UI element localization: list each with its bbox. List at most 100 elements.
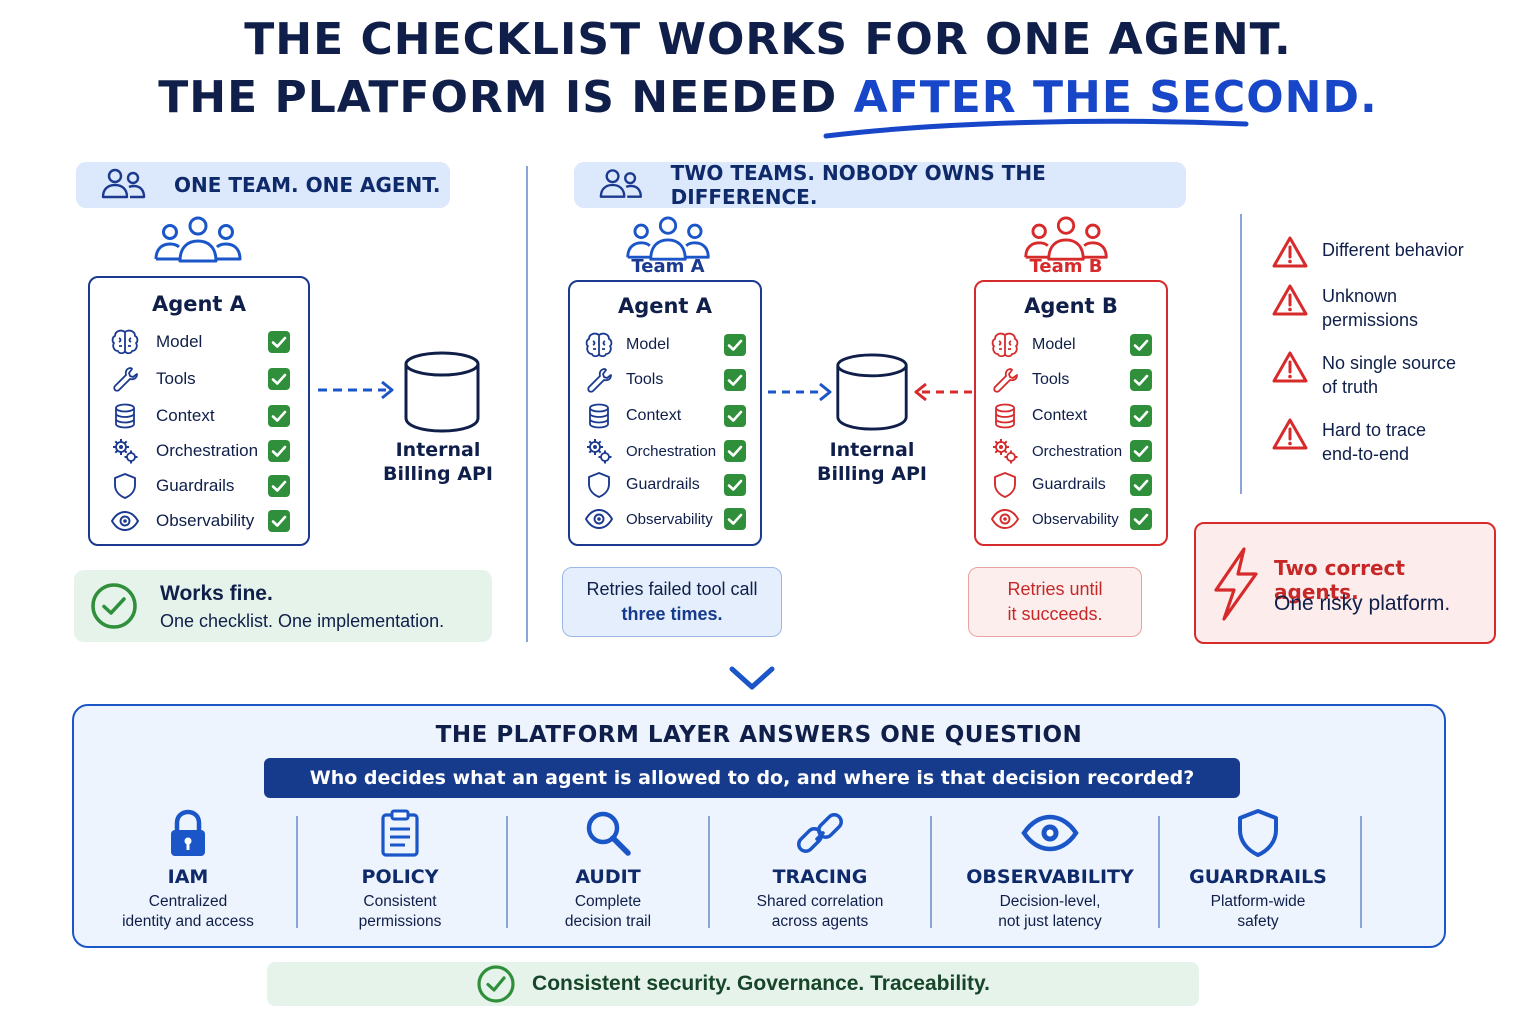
check-icon: [724, 508, 746, 530]
check-circle-icon: [91, 583, 137, 629]
checklist-label: Tools: [626, 371, 664, 388]
lightning-bolt-icon: [1214, 547, 1258, 621]
capability-desc-line2: permissions: [358, 913, 442, 930]
result-subtitle: One checklist. One implementation.: [160, 611, 445, 631]
page-title-line-1: THE CHECKLIST WORKS FOR ONE AGENT.: [244, 14, 1292, 65]
capability-desc-line2: across agents: [771, 913, 869, 930]
checklist-row-guardrails: Guardrails: [582, 469, 746, 501]
result-box-left: Works fine. One checklist. One implement…: [74, 570, 492, 642]
capability-desc-line2: safety: [1237, 913, 1279, 930]
risk-title: Two correct agents.: [1274, 556, 1405, 604]
check-icon: [268, 405, 290, 427]
checklist-row-guardrails: Guardrails: [988, 469, 1152, 501]
left-section-header: ONE TEAM. ONE AGENT.: [76, 162, 450, 208]
capability-divider: [930, 816, 932, 928]
title-underline-swoosh: [823, 118, 1249, 139]
check-icon: [724, 440, 746, 462]
database-icon: [582, 401, 616, 431]
result-title: Works fine.: [160, 582, 273, 605]
check-icon: [268, 510, 290, 532]
platform-question: Who decides what an agent is allowed to …: [264, 758, 1240, 798]
checklist-row-guardrails: Guardrails: [108, 470, 290, 502]
note-team-a: Retries failed tool call three times.: [562, 567, 782, 637]
checklist-label: Observability: [626, 510, 713, 528]
checklist-label: Orchestration: [156, 441, 259, 460]
wrench-icon: [108, 364, 142, 394]
checklist-row-model: Model: [582, 329, 746, 361]
shield-icon: [582, 470, 616, 500]
team-b-label: Team B: [1029, 256, 1103, 277]
eye-icon: [988, 504, 1022, 534]
checklist-label: Guardrails: [626, 476, 700, 493]
api-label-line2: Billing API: [817, 463, 927, 485]
agent-card-team-b: Agent B Model Tools Context Orchestratio…: [974, 280, 1168, 546]
agent-title: Agent B: [1024, 294, 1118, 318]
capability-divider: [708, 816, 710, 928]
brain-icon: [582, 330, 616, 360]
capability-desc-line1: Shared correlation: [756, 893, 884, 910]
right-section-header-text: TWO TEAMS. NOBODY OWNS THE DIFFERENCE.: [670, 161, 1046, 209]
dashed-arrow-right: [318, 380, 394, 400]
capability-name: AUDIT: [575, 866, 641, 888]
checklist-row-orchestration: Orchestration: [988, 435, 1152, 467]
warning-icon: [1272, 351, 1308, 383]
note-line2: it succeeds.: [1007, 604, 1103, 624]
brain-icon: [108, 327, 142, 357]
check-icon: [1130, 508, 1152, 530]
checklist-row-context: Context: [988, 400, 1152, 432]
checklist-label: Model: [1032, 336, 1076, 353]
warning-icon: [1272, 236, 1308, 268]
capability-name: IAM: [167, 866, 209, 888]
warning-text-line2: end-to-end: [1322, 444, 1410, 464]
checklist-row-tools: Tools: [108, 363, 290, 395]
shield-icon: [988, 470, 1022, 500]
wrench-icon: [988, 365, 1022, 395]
checklist-label: Orchestration: [1032, 442, 1123, 460]
checklist-label: Guardrails: [156, 476, 235, 495]
dashed-arrow-right-blue: [768, 382, 832, 402]
capability-audit: AUDIT Complete decision trail: [508, 806, 708, 932]
agent-title: Agent A: [617, 294, 713, 318]
checklist-label: Context: [626, 407, 682, 424]
check-icon: [1130, 474, 1152, 496]
checklist-row-context: Context: [582, 400, 746, 432]
capability-desc-line1: Centralized: [148, 893, 228, 910]
warnings-divider: [1240, 214, 1242, 494]
capability-desc-line1: Platform-wide: [1210, 893, 1306, 910]
checklist-row-observability: Observability: [582, 503, 746, 535]
platform-title: THE PLATFORM LAYER ANSWERS ONE QUESTION: [435, 722, 1083, 748]
link-icon: [797, 813, 843, 853]
capability-desc-line1: Consistent: [363, 893, 437, 910]
search-icon: [586, 811, 631, 856]
check-icon: [724, 405, 746, 427]
checklist-row-tools: Tools: [988, 364, 1152, 396]
risk-subtitle: One risky platform.: [1274, 592, 1451, 615]
capability-divider: [1158, 816, 1160, 928]
section-divider: [526, 166, 528, 642]
check-icon: [1130, 369, 1152, 391]
wrench-icon: [582, 365, 616, 395]
warning-text-line2: of truth: [1322, 377, 1379, 397]
database-icon: [108, 401, 142, 431]
team-a-label: Team A: [631, 256, 705, 277]
warning-icon: [1272, 418, 1308, 450]
capability-name: POLICY: [361, 866, 439, 888]
checklist-label: Context: [156, 406, 215, 425]
warning-text-line1: Different behavior: [1322, 240, 1464, 260]
checklist-label: Orchestration: [626, 442, 717, 460]
footer-banner: Consistent security. Governance. Traceab…: [267, 962, 1199, 1006]
capability-guardrails: GUARDRAILS Platform-wide safety: [1158, 806, 1358, 932]
risk-callout: Two correct agents. One risky platform.: [1194, 522, 1496, 644]
warning-item: Unknown permissions: [1272, 284, 1418, 332]
check-icon: [1130, 405, 1152, 427]
warning-text-line2: permissions: [1322, 310, 1419, 330]
capability-tracing: TRACING Shared correlation across agents: [720, 806, 920, 932]
check-icon: [268, 475, 290, 497]
checklist-row-orchestration: Orchestration: [582, 435, 746, 467]
warning-text-line1: No single source: [1322, 353, 1457, 373]
check-circle-icon: [477, 965, 515, 1003]
eye-icon: [108, 506, 142, 536]
check-icon: [268, 368, 290, 390]
check-icon: [1130, 440, 1152, 462]
note-team-b: Retries until it succeeds.: [968, 567, 1142, 637]
